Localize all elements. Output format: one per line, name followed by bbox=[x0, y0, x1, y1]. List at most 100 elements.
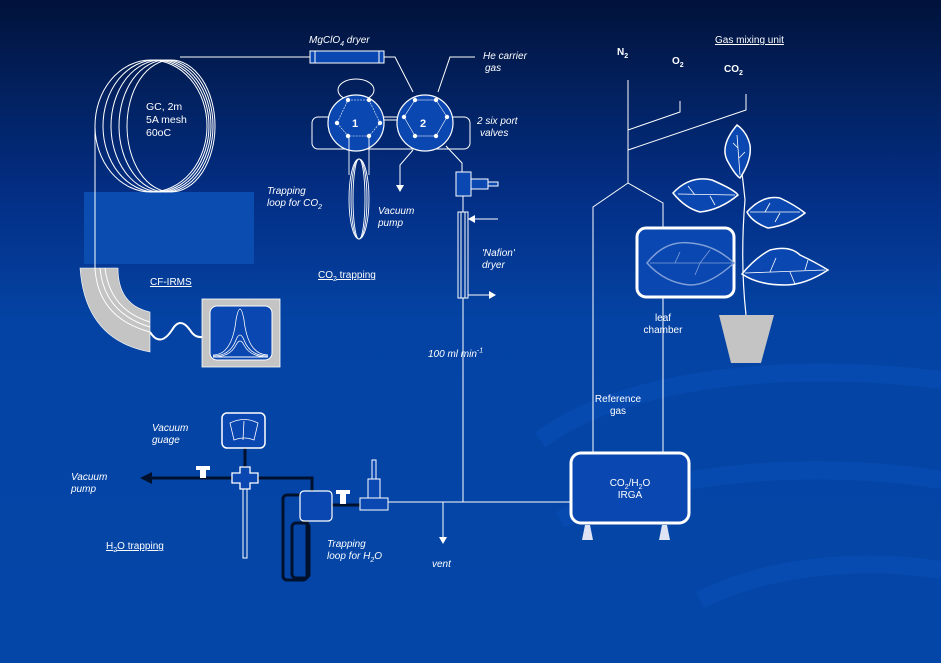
gc-oven-panel bbox=[84, 192, 254, 264]
plant-pot bbox=[719, 315, 774, 363]
label-part: N bbox=[617, 47, 625, 58]
h2o-outlet-connector bbox=[359, 459, 389, 511]
h2o-trapping-tubing bbox=[152, 476, 365, 582]
label-sub: 2 bbox=[113, 547, 118, 554]
vent-arrow bbox=[439, 537, 447, 544]
gc-label: GC, 2m 5A mesh 60oC bbox=[146, 101, 187, 140]
nafion-dryer-label: 'Nafion' dryer bbox=[482, 248, 515, 272]
label-part: trapping bbox=[336, 270, 376, 281]
vacuum-pump-bottom-label: Vacuum pump bbox=[71, 472, 107, 496]
reference-gas-label: Reference gas bbox=[588, 394, 648, 418]
co2-loop-line1: Trapping bbox=[267, 186, 306, 197]
nafion-line1: 'Nafion' bbox=[482, 248, 515, 259]
co2-loop-line2: loop for CO bbox=[267, 198, 319, 209]
h2o-trapping-section-label: H2O trapping bbox=[106, 541, 164, 554]
co2-trapping-loop-label: Trapping loop for CO2 bbox=[267, 186, 323, 211]
vacuum-top-line1: Vacuum bbox=[378, 206, 415, 217]
gauge-line1: Vacuum bbox=[152, 423, 189, 434]
gas-mixing-unit-label: Gas mixing unit bbox=[715, 35, 784, 46]
h2o-loop-line1: Trapping bbox=[327, 539, 366, 550]
gauge-line2: guage bbox=[152, 435, 180, 446]
irms-detector-display bbox=[201, 298, 281, 368]
irga-line2: IRGA bbox=[617, 490, 643, 501]
valve-2-number: 2 bbox=[420, 118, 427, 130]
tee-connector-top bbox=[455, 171, 499, 197]
six-port-valve-2 bbox=[396, 94, 454, 152]
co2-trapping-section-label: CO2 trapping bbox=[318, 270, 376, 283]
label-part: /H bbox=[628, 478, 639, 489]
valve-1-number: 1 bbox=[352, 118, 359, 130]
label-sup: -1 bbox=[476, 347, 484, 355]
irms-signal-cable bbox=[149, 322, 207, 341]
vacuum-bottom-line1: Vacuum bbox=[71, 472, 108, 483]
six-port-line2: valves bbox=[480, 128, 509, 139]
label-part: O trapping bbox=[117, 541, 164, 552]
vent-label: vent bbox=[432, 559, 451, 570]
co2-gas-label: CO2 bbox=[724, 64, 743, 77]
nafion-line2: dryer bbox=[482, 260, 505, 271]
vacuum-valve-t bbox=[196, 466, 210, 478]
o2-label: O2 bbox=[672, 56, 684, 69]
gc-label-line1: GC, 2m bbox=[146, 101, 183, 113]
vacuum-pump-top-label: Vacuum pump bbox=[378, 206, 414, 230]
label-part: MgClO bbox=[309, 35, 341, 46]
six-port-valves-label: 2 six port valves bbox=[477, 116, 518, 140]
reference-line1: Reference bbox=[594, 394, 642, 405]
six-port-valve-1 bbox=[327, 94, 385, 152]
leaf-chamber bbox=[635, 226, 736, 299]
label-part: CO bbox=[724, 64, 739, 75]
he-carrier-gas-label: He carrier gas bbox=[483, 51, 527, 75]
label-part: 100 ml min bbox=[428, 349, 477, 360]
irga-analyzer bbox=[569, 451, 691, 540]
leaf-chamber-label: leaf chamber bbox=[633, 313, 693, 337]
label-sub: 2 bbox=[624, 484, 629, 491]
he-carrier-line1: He carrier bbox=[483, 51, 527, 62]
nafion-dryer bbox=[457, 211, 469, 299]
cf-irms-label: CF-IRMS bbox=[150, 277, 192, 288]
label-sub: 2 bbox=[318, 204, 323, 211]
label-sub: 2 bbox=[679, 62, 684, 69]
n2-label: N2 bbox=[617, 47, 629, 60]
label-part: O bbox=[374, 551, 383, 562]
label-part: loop for H bbox=[327, 551, 371, 562]
label-sub: 2 bbox=[739, 70, 743, 77]
label-part: O bbox=[672, 56, 680, 67]
label-sub: 2 bbox=[624, 53, 629, 60]
label-part: dryer bbox=[344, 35, 370, 46]
cold-finger-tube bbox=[242, 485, 248, 559]
dryer-to-valve2 bbox=[384, 56, 414, 93]
mgclo4-dryer-label: MgClO4 dryer bbox=[309, 35, 370, 48]
plant bbox=[672, 123, 830, 363]
he-carrier-line2: gas bbox=[485, 63, 502, 74]
h2o-trap-box bbox=[299, 490, 333, 522]
gas-mixing-lines bbox=[592, 80, 747, 455]
cross-fitting bbox=[231, 466, 259, 490]
label-part: CO bbox=[318, 270, 333, 281]
mgclo4-dryer bbox=[309, 50, 385, 64]
label-part: O bbox=[642, 478, 651, 489]
gc-label-line2: 5A mesh bbox=[146, 114, 187, 126]
leaf-chamber-line2: chamber bbox=[643, 325, 683, 336]
vacuum-arrow-top bbox=[396, 185, 404, 192]
label-part: CO bbox=[609, 478, 625, 489]
reference-line2: gas bbox=[609, 406, 627, 417]
label-sub: 2 bbox=[333, 276, 337, 283]
valve2-to-connector bbox=[445, 145, 463, 172]
trap-valve-t bbox=[336, 490, 350, 504]
label-part: H bbox=[106, 541, 114, 552]
label-sub: 2 bbox=[370, 557, 375, 564]
cf-irms-magnet bbox=[79, 267, 151, 353]
leaf-chamber-line1: leaf bbox=[654, 313, 672, 324]
six-port-line1: 2 six port bbox=[477, 116, 518, 127]
irga-label: CO2/H2O IRGA bbox=[600, 478, 660, 502]
valve2-to-vacuum-line bbox=[399, 149, 414, 185]
h2o-trapping-loop-label: Trapping loop for H2O bbox=[327, 539, 383, 564]
label-sub: 4 bbox=[340, 41, 345, 48]
gc-label-line3: 60oC bbox=[146, 127, 172, 139]
he-carrier-line bbox=[437, 56, 475, 93]
valve-manifold bbox=[311, 116, 471, 150]
flow-rate-label: 100 ml min-1 bbox=[428, 347, 484, 361]
co2-trapping-loop bbox=[348, 136, 370, 240]
vacuum-gauge bbox=[221, 412, 266, 449]
